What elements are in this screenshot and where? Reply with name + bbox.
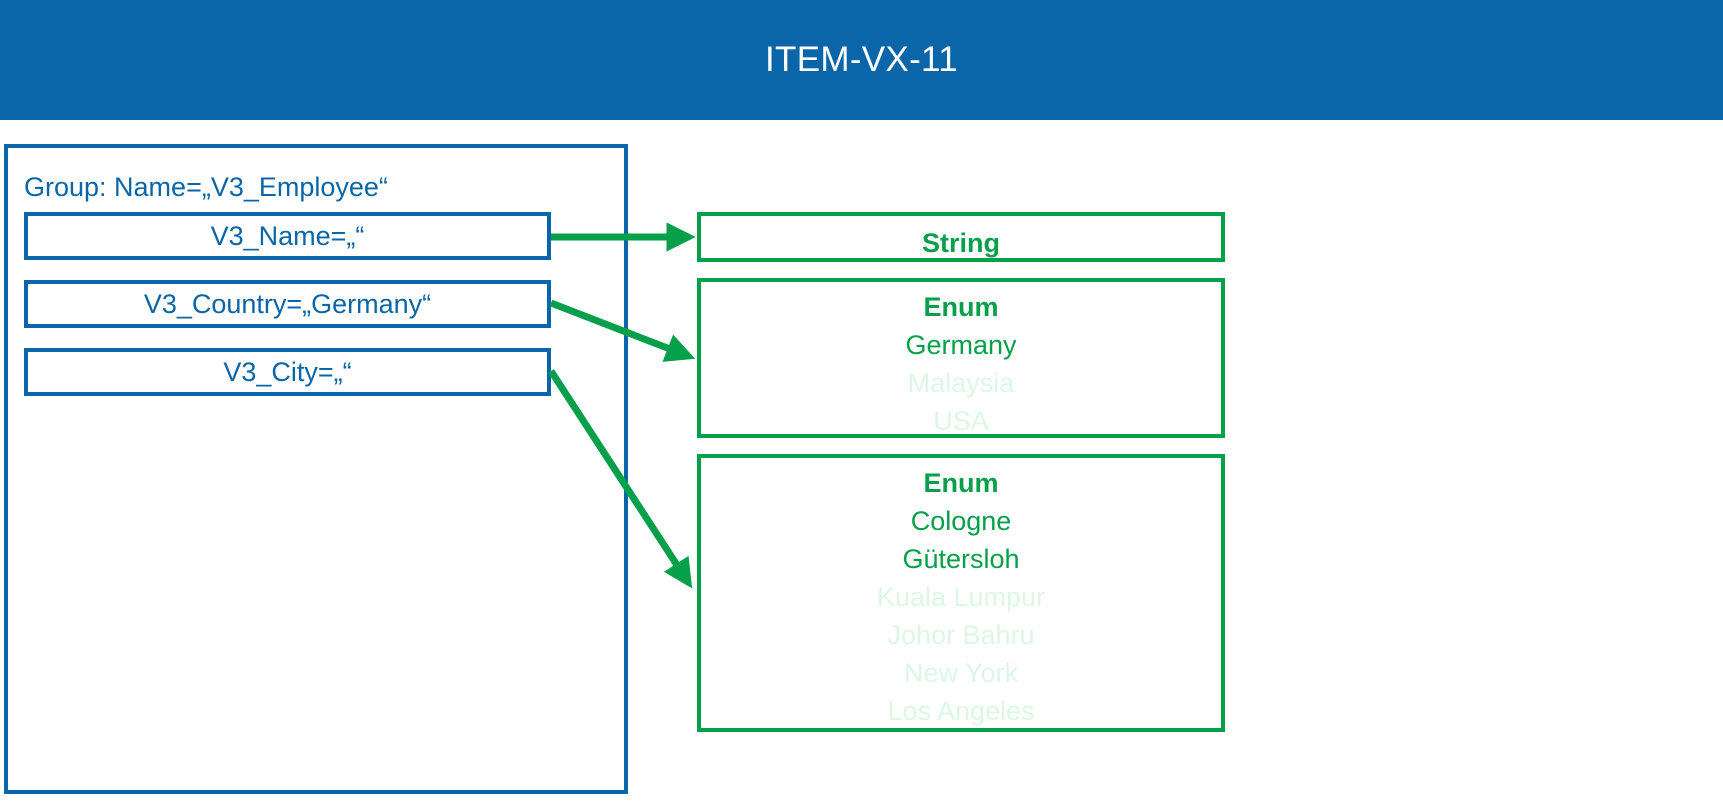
enum-option[interactable]: Malaysia bbox=[907, 368, 1015, 398]
enum-option[interactable]: Kuala Lumpur bbox=[876, 582, 1046, 612]
attribute-label: V3_Country=„Germany“ bbox=[143, 288, 432, 319]
enum-option[interactable]: Los Angeles bbox=[887, 696, 1035, 726]
enum-option[interactable]: Germany bbox=[905, 330, 1017, 360]
enum-option[interactable]: USA bbox=[933, 406, 989, 436]
type-title: String bbox=[922, 228, 1000, 258]
enum-option[interactable]: Gütersloh bbox=[902, 544, 1020, 574]
page-title: ITEM-VX-11 bbox=[765, 40, 958, 79]
attribute-box-city[interactable]: V3_City=„“ bbox=[24, 348, 551, 396]
type-box-string: String bbox=[697, 212, 1225, 262]
type-title: Enum bbox=[923, 468, 999, 498]
enum-option[interactable]: Cologne bbox=[910, 506, 1012, 536]
attribute-label: V3_City=„“ bbox=[223, 356, 352, 387]
enum-option[interactable]: Johor Bahru bbox=[887, 620, 1035, 650]
type-title: Enum bbox=[923, 292, 999, 322]
attribute-box-country[interactable]: V3_Country=„Germany“ bbox=[24, 280, 551, 328]
group-label: Group: Name=„V3_Employee“ bbox=[24, 172, 388, 202]
attribute-box-name[interactable]: V3_Name=„“ bbox=[24, 212, 551, 260]
header-bar bbox=[0, 0, 1723, 120]
type-box-enum-city: Enum Cologne Gütersloh Kuala Lumpur Joho… bbox=[697, 454, 1225, 732]
enum-option[interactable]: New York bbox=[903, 658, 1019, 688]
attribute-label: V3_Name=„“ bbox=[210, 220, 365, 251]
type-box-enum-country: Enum Germany Malaysia USA bbox=[697, 278, 1225, 438]
